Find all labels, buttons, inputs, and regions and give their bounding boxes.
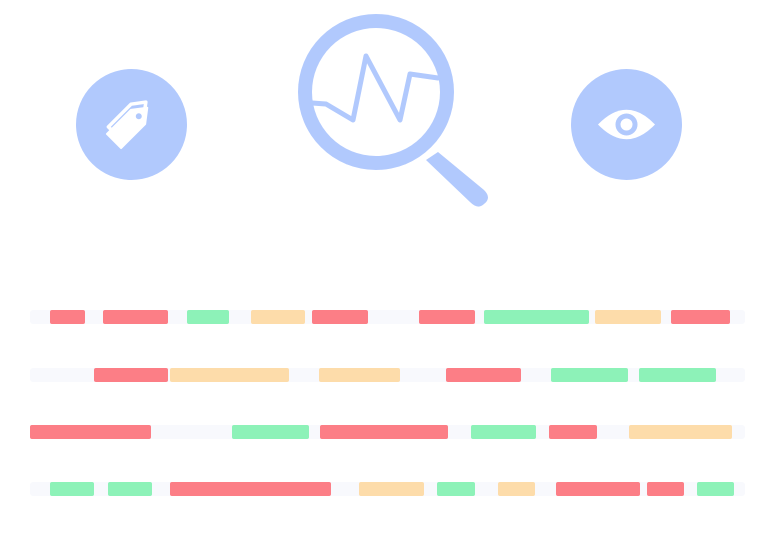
timeline-segment-red	[419, 310, 475, 324]
timeline-segment-yellow	[595, 310, 661, 324]
timeline-segment-green	[697, 482, 734, 496]
timeline-segment-yellow	[498, 482, 535, 496]
timeline-segment-red	[446, 368, 521, 382]
eye-icon-badge	[571, 69, 682, 180]
timeline-segment-yellow	[629, 425, 732, 439]
timeline-segment-green	[50, 482, 94, 496]
timeline-segment-red	[320, 425, 448, 439]
timeline-segment-red	[312, 310, 368, 324]
timeline-segment-red	[103, 310, 168, 324]
tag-icon	[76, 69, 187, 180]
timeline-segment-green	[639, 368, 716, 382]
timeline-segment-yellow	[319, 368, 400, 382]
timeline-segment-red	[30, 425, 151, 439]
timeline-segment-red	[647, 482, 684, 496]
timeline-segment-yellow	[359, 482, 424, 496]
tag-icon-badge	[76, 69, 187, 180]
timeline-track	[30, 425, 745, 439]
timeline-track	[30, 368, 745, 382]
eye-icon	[571, 69, 682, 180]
magnifier-chart-icon	[280, 0, 500, 212]
timeline-segment-yellow	[170, 368, 289, 382]
timeline-segment-red	[170, 482, 331, 496]
timeline-segment-red	[50, 310, 85, 324]
timeline-segment-green	[108, 482, 152, 496]
timeline-segment-green	[437, 482, 475, 496]
timeline-segment-green	[232, 425, 309, 439]
timeline-segment-yellow	[251, 310, 305, 324]
timeline-segment-green	[187, 310, 229, 324]
timeline-segment-red	[94, 368, 168, 382]
timeline-segment-green	[484, 310, 589, 324]
timeline-segment-red	[549, 425, 597, 439]
timeline-track	[30, 482, 745, 496]
timeline-segment-red	[671, 310, 730, 324]
timeline-segment-green	[471, 425, 536, 439]
timeline-segment-green	[551, 368, 628, 382]
timeline-segment-red	[556, 482, 640, 496]
timeline-track	[30, 310, 745, 324]
